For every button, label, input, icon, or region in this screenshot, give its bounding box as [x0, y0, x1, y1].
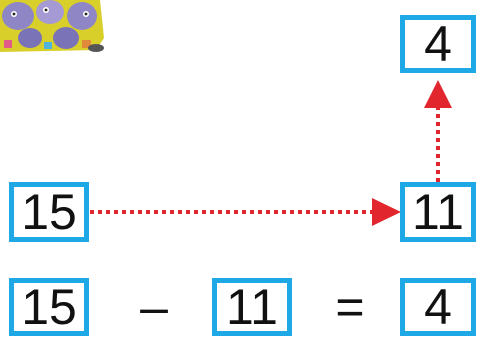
equation-second-operand: 11 — [226, 282, 278, 332]
right-arrowhead — [372, 198, 401, 226]
up-arrowhead — [424, 80, 452, 108]
minus-sign: – — [124, 278, 184, 336]
equation-result: 4 — [424, 282, 452, 332]
equation-result-box: 4 — [400, 278, 476, 336]
top-result-value: 4 — [424, 19, 452, 69]
row1-middle-value: 11 — [412, 187, 464, 237]
row1-start-box: 15 — [9, 182, 89, 242]
equation-first-operand-box: 15 — [9, 278, 89, 336]
row1-start-value: 15 — [21, 187, 77, 237]
equation-first-operand: 15 — [21, 282, 77, 332]
equals-sign: = — [320, 278, 380, 336]
top-result-box: 4 — [400, 15, 476, 73]
equation-second-operand-box: 11 — [212, 278, 292, 336]
row1-middle-box: 11 — [400, 182, 476, 242]
